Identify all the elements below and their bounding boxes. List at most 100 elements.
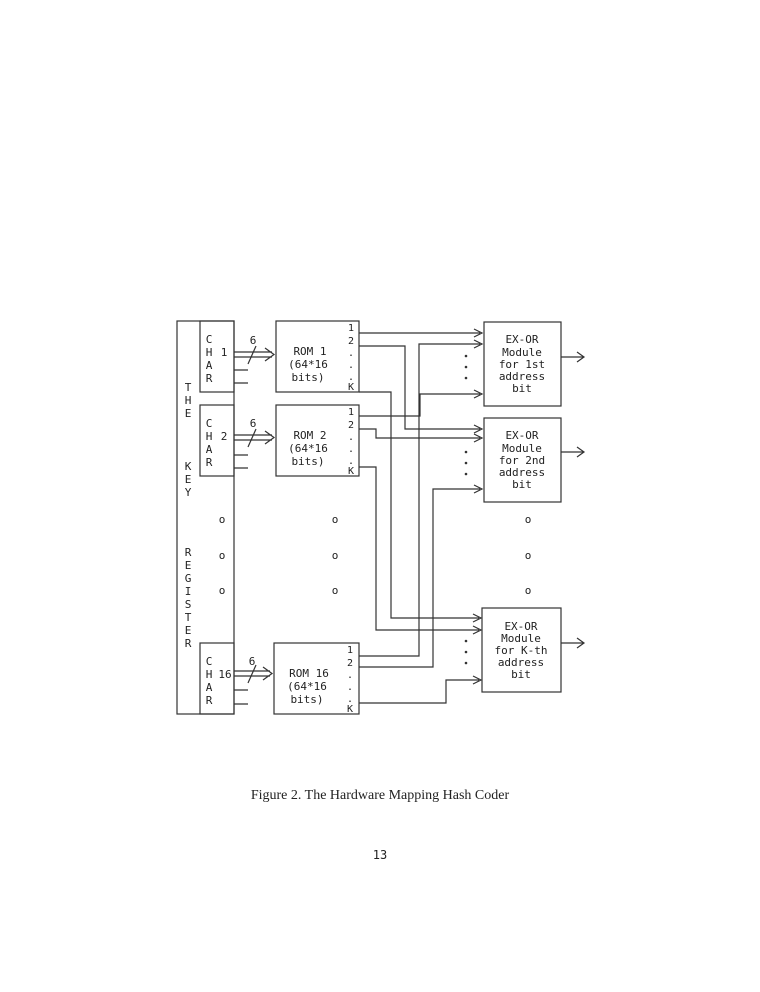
char-2-bit-stubs — [234, 454, 248, 469]
exor-module-1 — [483, 321, 562, 407]
rom-label-1: ROM 1 (64*16 bits) 1 2 . . . K — [288, 323, 354, 393]
rom-output-label: . — [347, 670, 353, 681]
char-letter: R — [206, 694, 213, 707]
exor-text: for 1st — [499, 358, 545, 371]
ellipsis-marker: o — [219, 549, 226, 562]
key-register-letter: K — [185, 460, 192, 473]
exor-text: address — [499, 370, 545, 383]
char-letter: A — [206, 681, 213, 694]
char-letter: R — [206, 456, 213, 469]
bus-char16-slash — [247, 664, 257, 684]
bus-char1-slash — [247, 345, 257, 365]
exor-text: address — [498, 656, 544, 669]
rom-output-label: 2 — [347, 658, 353, 669]
rom-text: ROM 16 — [289, 667, 329, 680]
rom-output-label: . — [348, 348, 354, 359]
exor-input-dots — [464, 354, 468, 665]
key-register-label: T H E K E Y R E G I S T E R — [185, 381, 192, 650]
exor-1-output-arrow — [561, 351, 586, 363]
char-index: 1 — [221, 346, 228, 359]
exor-module-k — [481, 607, 562, 693]
exor-text: Module — [501, 632, 541, 645]
char-letter: C — [206, 417, 213, 430]
rom-output-label: . — [347, 682, 353, 693]
bus-width-label: 6 — [250, 417, 257, 430]
key-register-letter: E — [185, 407, 192, 420]
key-register-letter: E — [185, 624, 192, 637]
ellipsis-marker: o — [219, 513, 226, 526]
page-number: 13 — [372, 848, 388, 862]
ellipsis-marker: o — [332, 513, 339, 526]
exor-text: bit — [512, 382, 532, 395]
rom1-out2-to-exor2 — [359, 345, 484, 434]
ellipsis-marker: o — [525, 549, 532, 562]
ellipsis-marker: o — [525, 584, 532, 597]
rom-text: bits) — [291, 371, 324, 384]
char-letter: H — [206, 668, 213, 681]
key-register-letter: S — [185, 598, 192, 611]
rom2-out2-to-exor2 — [359, 428, 484, 443]
rom1-out1-to-exor1 — [359, 328, 484, 338]
bus-char16-rom16 — [234, 666, 274, 681]
rom16-out1-to-exor1 — [359, 339, 484, 657]
char-letter: H — [206, 430, 213, 443]
char-letter: C — [206, 655, 213, 668]
exor-label-1: EX-OR Module for 1st address bit — [499, 333, 545, 395]
key-register-letter: E — [185, 473, 192, 486]
rom-text: (64*16 — [288, 358, 328, 371]
rom-label-16: ROM 16 (64*16 bits) 1 2 . . . K — [287, 645, 353, 715]
exor-text: Module — [502, 442, 542, 455]
ellipsis-marker: o — [332, 584, 339, 597]
ellipsis-marker: o — [219, 584, 226, 597]
char-letter: C — [206, 333, 213, 346]
exor-text: for K-th — [495, 644, 548, 657]
continuation-markers: o o o o o o o o o — [219, 513, 532, 597]
exor-text: EX-OR — [505, 333, 538, 346]
key-register-letter: H — [185, 394, 192, 407]
bus-width-label: 6 — [249, 655, 256, 668]
rom-output-label: . — [348, 360, 354, 371]
rom-label-2: ROM 2 (64*16 bits) 1 2 . . . K — [288, 407, 354, 477]
char-1-bit-stubs — [234, 369, 248, 384]
rom-output-label: 1 — [347, 645, 353, 656]
exor-text: bit — [512, 478, 532, 491]
key-register-letter: R — [185, 546, 192, 559]
rom-output-label: . — [348, 372, 354, 383]
rom-output-label: 2 — [348, 336, 354, 347]
char-letter: A — [206, 359, 213, 372]
rom2-outK-to-exorK — [359, 466, 483, 635]
ellipsis-marker: o — [332, 549, 339, 562]
key-register-letter: I — [185, 585, 192, 598]
char-box-16 — [199, 642, 235, 715]
key-register-letter: G — [185, 572, 192, 585]
char-letter: R — [206, 372, 213, 385]
bus-width-label: 6 — [250, 334, 257, 347]
char-index: 16 — [218, 668, 231, 681]
rom-output-label: 1 — [348, 407, 354, 418]
exor-module-2 — [483, 417, 562, 503]
rom-text: ROM 1 — [293, 345, 326, 358]
rom-output-label: K — [348, 382, 354, 393]
exor-text: for 2nd — [499, 454, 545, 467]
char-16-bit-stubs — [234, 689, 248, 705]
rom-box-1 — [275, 320, 360, 393]
char-letter: H — [206, 346, 213, 359]
char-letter: A — [206, 443, 213, 456]
figure-caption: Figure 2. The Hardware Mapping Hash Code… — [250, 788, 510, 803]
exor-2-output-arrow — [561, 446, 586, 458]
rom-output-label: . — [348, 432, 354, 443]
key-register-letter: Y — [185, 486, 192, 499]
rom-text: (64*16 — [287, 680, 327, 693]
key-register-letter: R — [185, 637, 192, 650]
exor-k-output-arrow — [561, 637, 586, 649]
char-label-2: C H A R 2 6 — [206, 417, 257, 469]
hash-coder-diagram: T H E K E Y R E G I S T E R C H A R 1 6 … — [176, 320, 586, 715]
char-index: 2 — [221, 430, 228, 443]
rom-output-label: 2 — [348, 420, 354, 431]
exor-label-2: EX-OR Module for 2nd address bit — [499, 429, 545, 491]
rom-box-2 — [275, 404, 360, 477]
rom-output-label: . — [347, 694, 353, 705]
rom1-outK-to-exorK — [359, 391, 483, 623]
rom16-outK-to-exorK — [359, 675, 483, 704]
